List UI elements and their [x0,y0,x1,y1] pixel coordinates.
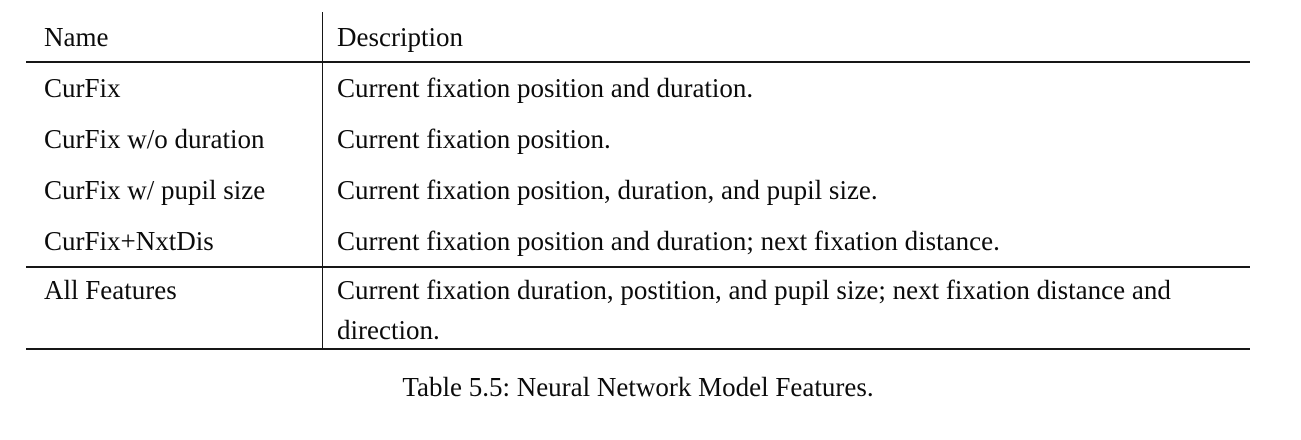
table-row: CurFix w/o duration Current fixation pos… [26,113,1250,165]
cell-description: Current fixation duration, postition, an… [322,268,1250,348]
table-row: CurFix w/ pupil size Current fixation po… [26,164,1250,216]
cell-name: CurFix w/ pupil size [44,174,266,205]
cell-name: All Features [44,275,177,305]
cell-description: Current fixation position. [322,113,1250,165]
cell-name: CurFix+NxtDis [44,225,214,256]
table-header-row: Name Description [26,12,1250,63]
cell-description: Current fixation position and duration; … [322,215,1250,266]
cell-description: Current fixation position, duration, and… [322,164,1250,216]
cell-description: Current fixation position and duration. [322,63,1250,114]
cell-name: CurFix [44,73,121,104]
table-caption: Table 5.5: Neural Network Model Features… [402,372,874,402]
cell-name: CurFix w/o duration [44,124,265,155]
table-row: CurFix+NxtDis Current fixation position … [26,215,1250,266]
header-cell-description: Description [322,12,1250,61]
table-row: CurFix Current fixation position and dur… [26,63,1250,114]
table-row: All Features Current fixation duration, … [26,266,1250,350]
header-cell-name: Name [44,21,109,52]
features-table: Name Description CurFix Current fixation… [26,12,1250,350]
